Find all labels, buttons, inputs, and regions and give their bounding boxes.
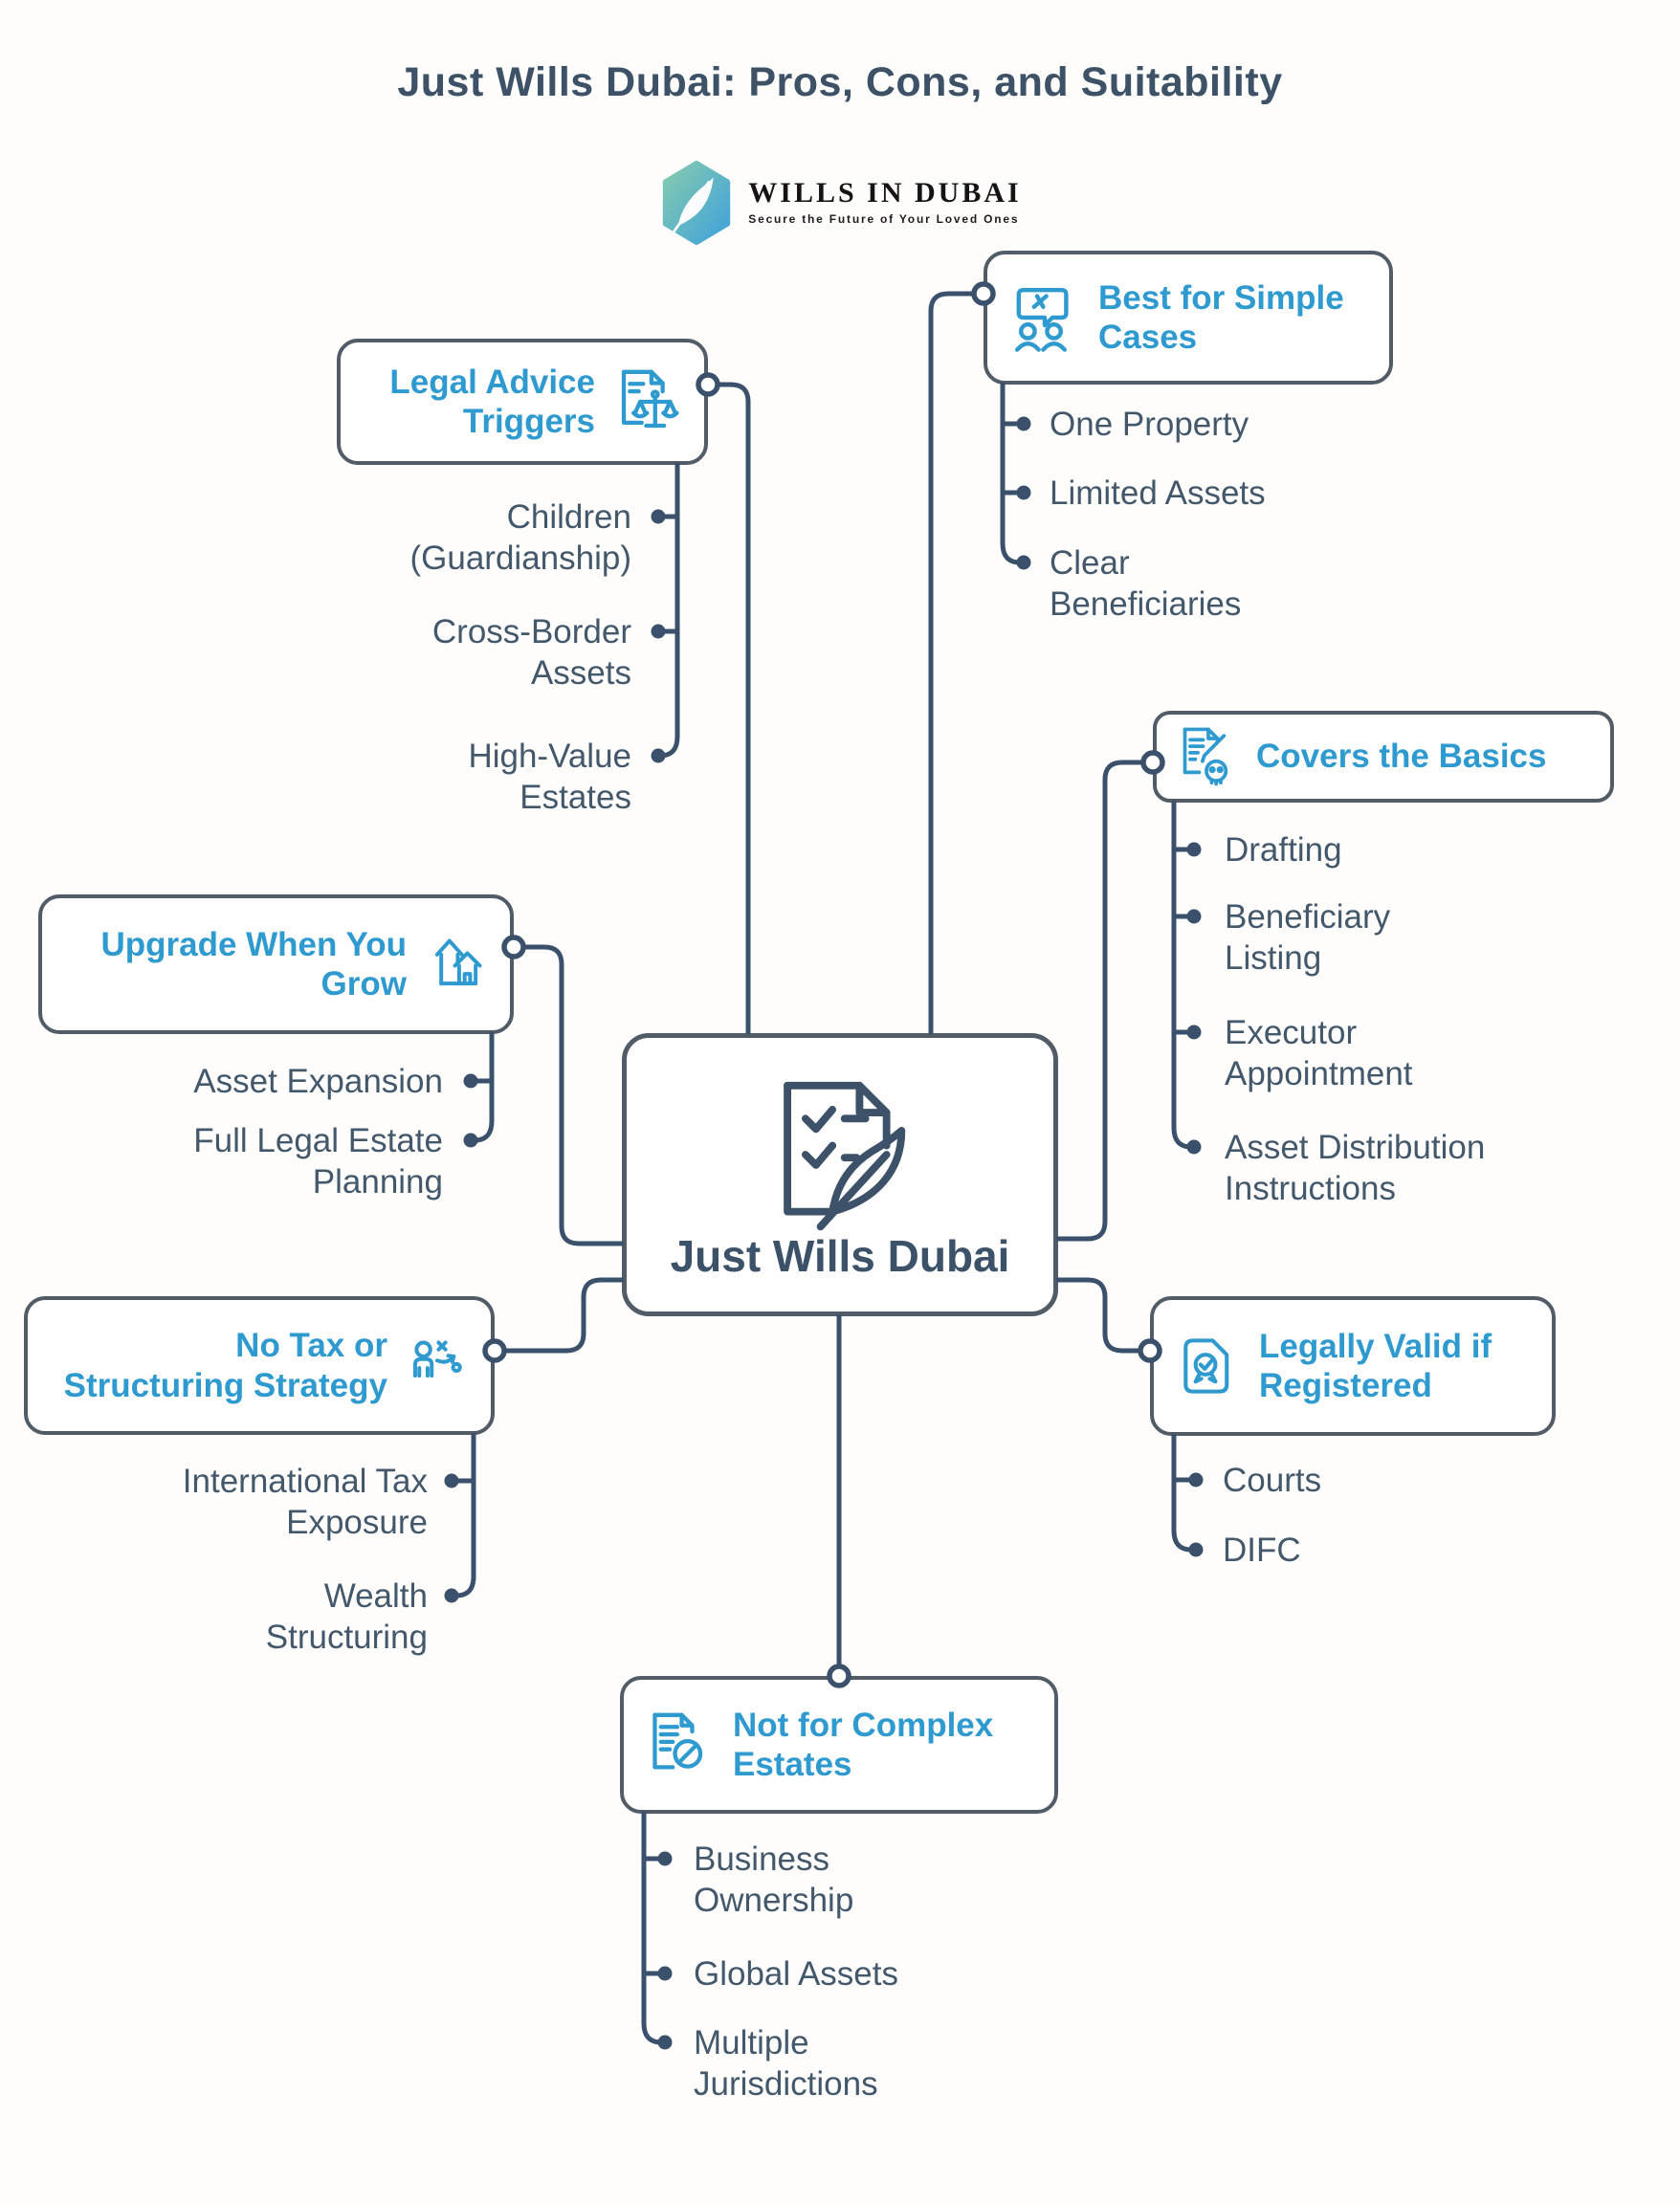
certificate-seal-icon [1173,1331,1244,1401]
connector-best-simple [928,291,977,1035]
rail-best-simple [1000,382,1023,565]
feather-hexagon-logo-icon [658,161,735,245]
branch-item: Business Ownership [694,1840,854,1919]
will-checklist-feather-icon [742,1068,938,1231]
connector-covers-basics [1055,760,1146,1242]
branch-item: Cross-Border Assets [431,613,631,692]
branch-item: Executor Appointment [1225,1014,1413,1092]
central-node-label: Just Wills Dubai [670,1231,1010,1281]
rail-not-complex [641,1811,664,2045]
branch-title: Legal Advice Triggers [389,363,595,440]
brand-logo: WILLS IN DUBAI Secure the Future of Your… [0,161,1680,245]
branch-item: Multiple Jurisdictions [694,2024,878,2103]
branch-title: No Tax or Structuring Strategy [63,1327,387,1404]
branch-item: Limited Assets [1050,474,1266,512]
branch-item: DIFC [1223,1532,1301,1569]
page-title: Just Wills Dubai: Pros, Cons, and Suitab… [397,59,1283,105]
property-growth-icon [422,930,491,999]
branch-box-covers-the-basics: Covers the Basics [1153,711,1614,803]
branch-item: Children (Guardianship) [409,498,632,577]
connector-legally-valid [1055,1277,1143,1354]
branch-title: Not for Complex Estates [733,1706,994,1783]
central-node: Just Wills Dubai [622,1033,1058,1316]
brand-tagline: Secure the Future of Your Loved Ones [748,211,1020,226]
branch-title: Best for Simple Cases [1098,278,1344,356]
rail-covers-basics [1171,800,1194,1150]
branch-item: Courts [1223,1462,1322,1499]
branch-box-best-for-simple-cases: Best for Simple Cases [984,251,1393,385]
branch-box-no-tax-or-structuring-strategy: No Tax or Structuring Strategy [24,1296,495,1435]
connector-upgrade [520,944,625,1246]
branch-item: Asset Expansion [193,1063,443,1100]
branch-item: Full Legal Estate Planning [193,1122,443,1201]
connector-no-tax [501,1277,625,1354]
will-drafting-skull-icon [1176,724,1241,789]
branch-title: Upgrade When You Grow [100,925,407,1003]
branch-box-legally-valid-if-registered: Legally Valid if Registered [1150,1296,1556,1436]
rail-no-tax [453,1432,476,1598]
branch-item: Global Assets [694,1955,898,1993]
branch-title: Covers the Basics [1256,738,1547,776]
document-prohibited-icon [643,1708,718,1782]
document-scales-icon [610,364,685,439]
connector-legal-advice [715,382,751,1035]
branch-title: Legally Valid if Registered [1259,1327,1492,1404]
rail-legally-valid [1171,1433,1194,1553]
branch-item: Clear Beneficiaries [1050,544,1242,623]
branch-item: Beneficiary Listing [1225,898,1391,977]
branch-item: International Tax Exposure [182,1463,428,1541]
branch-box-not-for-complex-estates: Not for Complex Estates [620,1676,1058,1814]
branch-item: One Property [1050,406,1249,443]
brand-text: WILLS IN DUBAI Secure the Future of Your… [748,177,1021,226]
brand-name: WILLS IN DUBAI [748,176,1022,209]
people-discussion-gavel-icon [1006,279,1083,356]
rail-upgrade [472,1031,495,1143]
branch-item: Asset Distribution Instructions [1225,1129,1486,1207]
branch-item: Wealth Structuring [265,1577,428,1656]
no-strategy-person-icon [403,1332,472,1400]
branch-item: High-Value Estates [468,738,631,816]
branch-item: Drafting [1225,831,1342,869]
branch-box-legal-advice-triggers: Legal Advice Triggers [337,339,708,465]
branch-box-upgrade-when-you-grow: Upgrade When You Grow [38,894,514,1034]
rail-legal-advice [657,462,680,759]
